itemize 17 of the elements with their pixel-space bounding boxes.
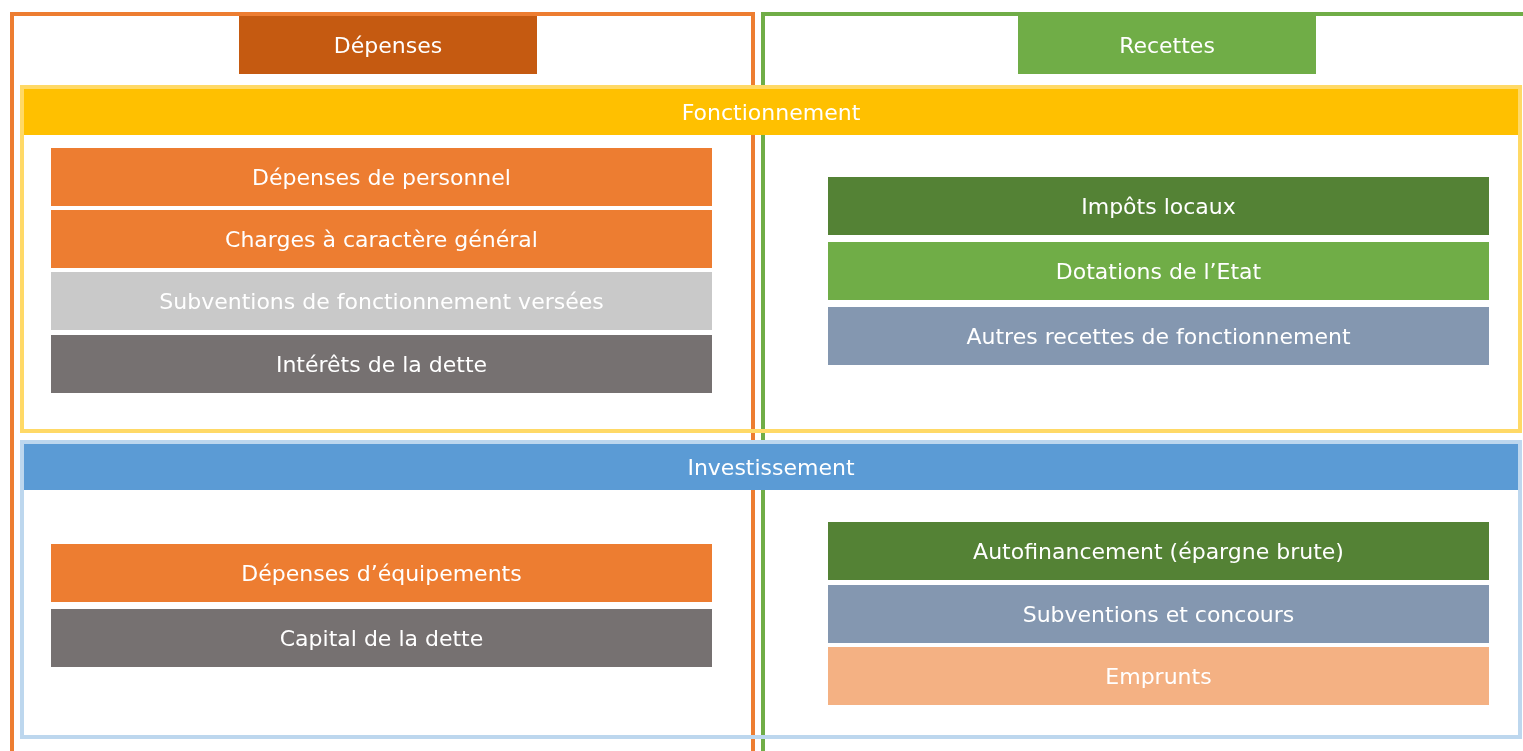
budget-item-box: Subventions et concours bbox=[828, 585, 1489, 643]
budget-item-box: Intérêts de la dette bbox=[51, 335, 712, 393]
budget-item-box: Charges à caractère général bbox=[51, 210, 712, 268]
section-heading: Fonctionnement bbox=[24, 89, 1518, 135]
column-heading: Dépenses bbox=[239, 16, 537, 74]
section-band bbox=[20, 440, 1522, 739]
section-band bbox=[20, 85, 1522, 433]
budget-item-box: Autres recettes de fonctionnement bbox=[828, 307, 1489, 365]
budget-item-box: Dépenses de personnel bbox=[51, 148, 712, 206]
budget-item-box: Emprunts bbox=[828, 647, 1489, 705]
section-heading: Investissement bbox=[24, 444, 1518, 490]
budget-item-box: Dépenses d’équipements bbox=[51, 544, 712, 602]
budget-item-box: Dotations de l’Etat bbox=[828, 242, 1489, 300]
budget-item-box: Capital de la dette bbox=[51, 609, 712, 667]
column-heading: Recettes bbox=[1018, 16, 1316, 74]
budget-item-box: Impôts locaux bbox=[828, 177, 1489, 235]
budget-item-box: Autofinancement (épargne brute) bbox=[828, 522, 1489, 580]
